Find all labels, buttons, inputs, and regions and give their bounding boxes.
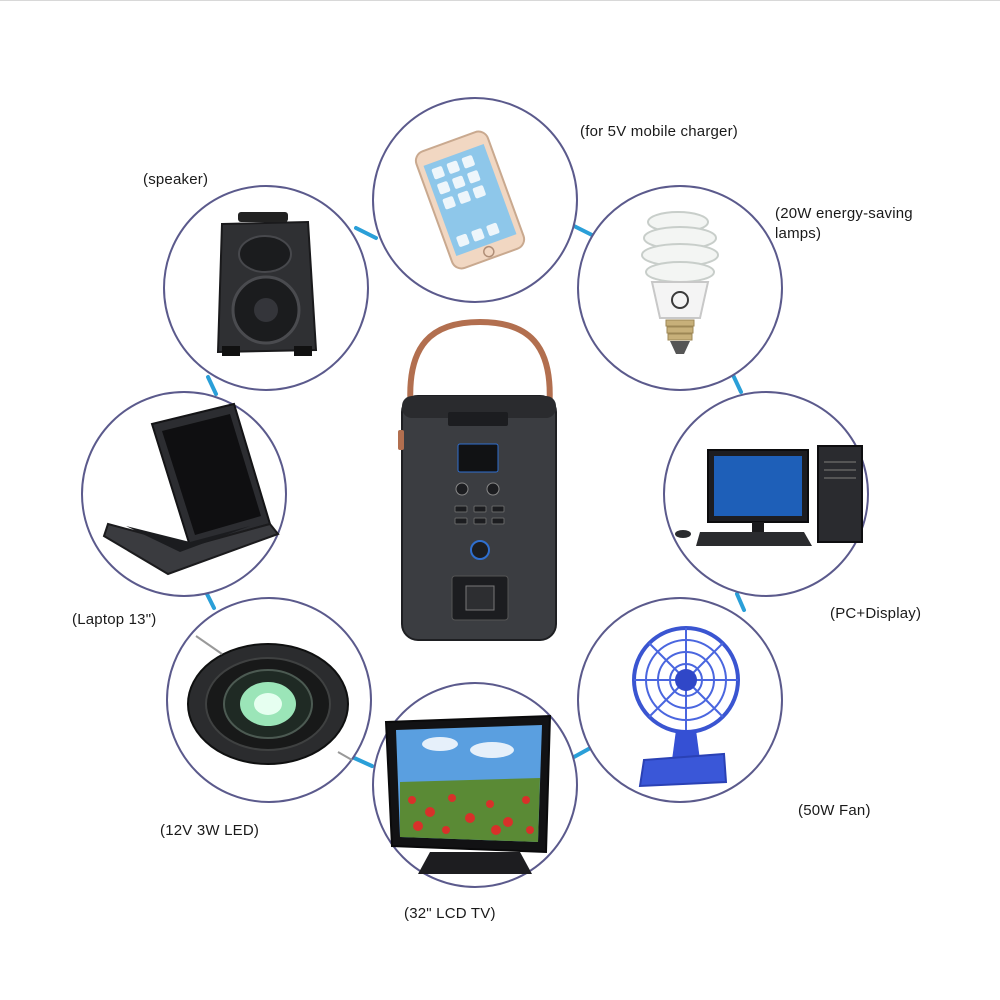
smartphone-icon [414, 130, 526, 270]
connector-line [206, 375, 218, 396]
label-pc-display: (PC+Display) [830, 605, 922, 622]
display-screen [457, 443, 499, 473]
speaker-icon [216, 212, 318, 356]
connector-line [735, 592, 746, 612]
power-station-icon [398, 318, 557, 641]
label-mobile-charger: (for 5V mobile charger) [580, 123, 738, 140]
label-lcd-tv: (32" LCD TV) [404, 905, 496, 922]
laptop-icon [102, 402, 280, 576]
dc-port [470, 540, 490, 560]
top-divider [0, 0, 1000, 1]
connector-line [354, 226, 378, 240]
connectors [204, 224, 746, 768]
ring-fan [577, 597, 783, 803]
label-speaker: (speaker) [143, 171, 209, 188]
power-button [486, 482, 500, 496]
connector-line [204, 590, 216, 610]
label-fan: (50W Fan) [798, 802, 871, 819]
desk-fan-icon [632, 626, 740, 788]
cfl-bulb-icon [641, 211, 719, 354]
lcd-tv-icon [384, 714, 552, 874]
connector-line [572, 224, 596, 238]
sos-button [455, 482, 469, 496]
desktop-pc-icon [675, 445, 863, 546]
label-laptop: (Laptop 13") [72, 611, 157, 628]
led-downlight-icon [187, 635, 353, 765]
label-led: (12V 3W LED) [160, 822, 260, 839]
recycle-icon [671, 291, 689, 309]
connector-line [350, 755, 374, 768]
label-energy-saving-lamps: (20W energy-saving lamps) [775, 205, 913, 242]
connector-line [731, 373, 743, 394]
